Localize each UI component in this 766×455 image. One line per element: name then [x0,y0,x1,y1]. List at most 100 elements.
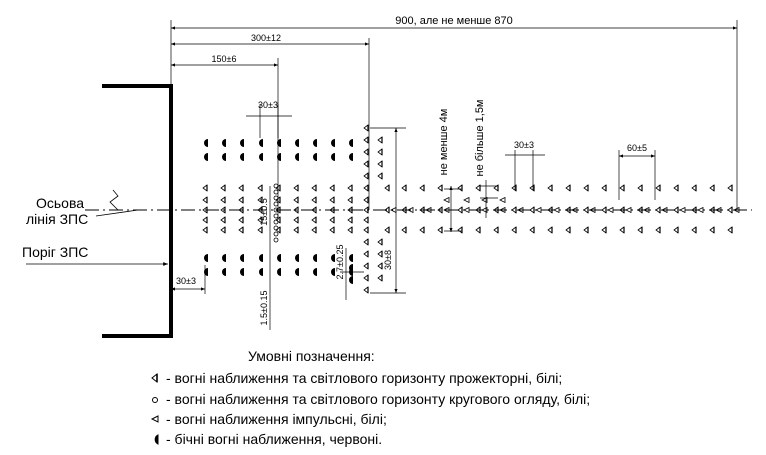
searchlight-light [384,206,390,214]
red-side-light [295,153,299,161]
searchlight-light [363,250,369,258]
dimension-2-7-label: 2.7±0.25 [335,245,345,280]
omni-light [273,213,279,219]
searchlight-light [619,226,625,234]
searchlight-light [377,262,383,270]
red-side-light [313,139,317,147]
red-side-light [331,254,335,262]
searchlight-light [329,196,335,204]
zigzag-break [109,189,119,211]
searchlight-light [475,184,481,192]
searchlight-light [493,206,499,214]
searchlight-light [363,238,369,246]
searchlight-light [655,184,661,192]
searchlight-light [419,184,425,192]
searchlight-light [437,206,443,214]
searchlight-light [363,274,369,282]
searchlight-light [547,226,553,234]
dimension-1-5-label: 1.5±0.15 [259,291,269,326]
red-side-light [259,153,263,161]
searchlight-light [377,238,383,246]
dimension-150: 150±6 [171,54,279,220]
searchlight-light [655,226,661,234]
dimension-300: 300±12 [171,33,370,210]
pulse-light [443,196,450,204]
pulse-light [571,206,578,214]
searchlight-light [493,226,499,234]
searchlight-light [547,206,553,214]
dimension-900: 900, але не менше 870 [170,15,738,210]
pulse-light [463,196,470,204]
pulse-light [697,206,704,214]
omni-light [273,189,279,195]
searchlight-light [238,184,244,192]
searchlight-light [565,206,571,214]
red-side-light [313,254,317,262]
searchlight-light [329,206,335,214]
searchlight-light [347,184,353,192]
searchlight-light [363,124,369,132]
searchlight-light [238,226,244,234]
searchlight-light [220,184,226,192]
searchlight-light [329,226,335,234]
searchlight-light [363,148,369,156]
searchlight-light [529,184,535,192]
red-side-light [204,139,208,147]
searchlight-light [363,262,369,270]
pulse-light [679,206,686,214]
red-side-light [259,254,263,262]
red-side-light [349,264,353,272]
searchlight-light [202,216,208,224]
searchlight-light [202,206,208,214]
searchlight-light [363,184,369,192]
searchlight-light [673,206,679,214]
red-side-light [331,139,335,147]
pulse-light [481,196,488,204]
red-side-light [349,254,353,262]
red-side-light [313,268,317,276]
searchlight-light [565,184,571,192]
omni-light [273,195,279,201]
red-side-light [349,153,353,161]
searchlight-light [583,184,589,192]
searchlight-light [493,184,499,192]
searchlight-light [293,206,299,214]
searchlight-light [457,206,463,214]
searchlight-light [401,226,407,234]
searchlight-light [202,226,208,234]
red-side-light [295,254,299,262]
searchlight-light [727,184,733,192]
runway-outline [102,84,173,338]
searchlight-light [637,226,643,234]
pulse-light [607,206,614,214]
searchlight-light [238,206,244,214]
searchlight-light [601,226,607,234]
searchlight-light [202,196,208,204]
omni-light [273,225,279,231]
pulse-light [625,206,632,214]
dimension-900-label: 900, але не менше 870 [395,15,513,27]
dimension-150-label: 150±6 [212,54,237,64]
searchlight-light [457,184,463,192]
omni-light [273,219,279,225]
searchlight-light [691,184,697,192]
searchlight-light [475,226,481,234]
searchlight-light [377,172,383,180]
searchlight-light [377,160,383,168]
searchlight-light [363,172,369,180]
searchlight-light [220,216,226,224]
searchlight-light [363,136,369,144]
dimension-30-top-label: 30±3 [258,100,278,110]
searchlight-light [384,184,390,192]
pulse-light [643,206,650,214]
red-side-light [295,139,299,147]
pulse-light [715,206,722,214]
omni-light [273,183,279,189]
searchlight-light [363,206,369,214]
red-side-light [222,139,226,147]
searchlight-light [673,226,679,234]
searchlight-light [363,226,369,234]
red-side-light [240,139,244,147]
dimension-30-mid: 30±3 [505,140,545,190]
searchlight-light [529,226,535,234]
